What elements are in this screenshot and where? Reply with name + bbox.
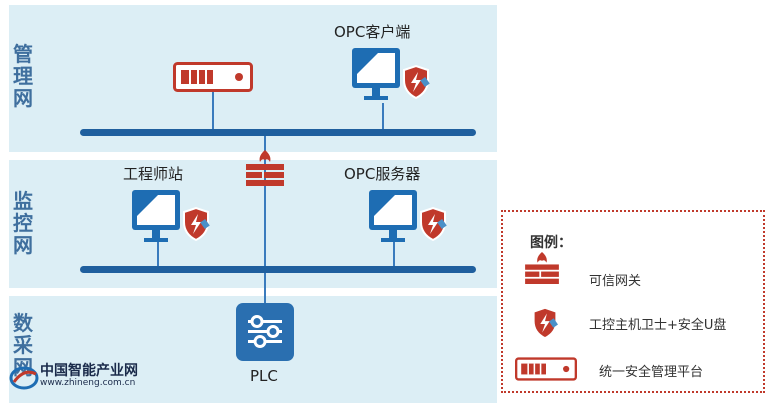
watermark-logo-icon xyxy=(9,366,39,390)
watermark-url: www.zhineng.com.cn xyxy=(40,378,136,388)
backbone-link xyxy=(264,132,266,304)
opc-server-link xyxy=(393,240,395,269)
security-platform-device-icon xyxy=(173,62,253,92)
opc-client-link xyxy=(382,103,384,132)
monitoring-network-label: 监 控 网 xyxy=(13,189,33,257)
engineering-station-link xyxy=(157,240,159,269)
opc-server-computer-icon xyxy=(369,190,447,242)
legend-platform-label: 统一安全管理平台 xyxy=(599,365,704,380)
legend-title: 图例： xyxy=(530,235,572,251)
opc-client-label: OPC客户端 xyxy=(334,23,411,41)
legend-platform-icon xyxy=(515,357,577,381)
opc-client-computer-icon xyxy=(352,48,430,100)
monitoring-bus xyxy=(80,266,476,273)
opc-server-label: OPC服务器 xyxy=(344,165,421,183)
legend-box: 图例： 可信网关 工控主机卫士+安全U盘 统一安全管理平台 xyxy=(501,210,765,393)
watermark-name: 中国智能产业网 xyxy=(40,363,138,379)
management-bus xyxy=(80,129,476,136)
engineering-station-computer-icon xyxy=(132,190,210,242)
plc-label: PLC xyxy=(250,367,278,385)
legend-guard-icon xyxy=(532,306,558,340)
plc-controller-icon xyxy=(236,303,294,361)
firewall-gateway-icon xyxy=(246,150,284,186)
legend-firewall-icon xyxy=(525,252,559,284)
legend-guard-label: 工控主机卫士+安全U盘 xyxy=(589,318,727,333)
legend-firewall-label: 可信网关 xyxy=(589,274,642,289)
management-network-label: 管 理 网 xyxy=(13,42,33,110)
engineering-station-label: 工程师站 xyxy=(123,165,184,183)
mgmt-platform-link xyxy=(212,90,214,132)
